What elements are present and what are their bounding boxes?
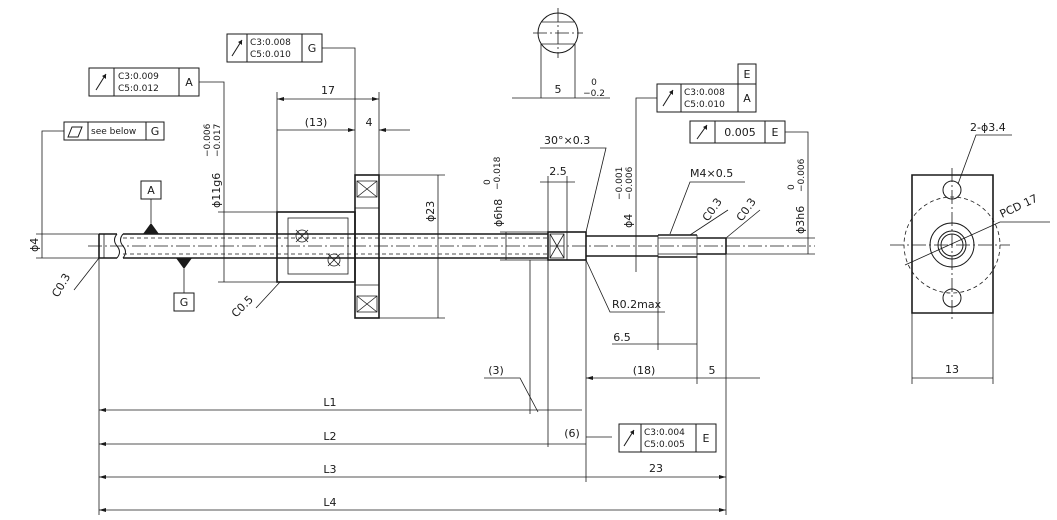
dim-phi4-left: ϕ4	[28, 238, 41, 252]
fcf5-ref: E	[772, 126, 779, 139]
fcf3-label: see below	[91, 127, 136, 137]
flange-width-dim: 13	[945, 363, 959, 376]
fcf4-line1: C3:0.008	[684, 88, 725, 98]
fcf4-ref: A	[743, 92, 751, 105]
fcf-see-below	[41, 121, 165, 234]
datum-e-label: E	[744, 68, 751, 81]
dim-l2: L2	[323, 430, 336, 443]
dim-13: (13)	[305, 116, 328, 129]
dim-l1: L1	[323, 396, 336, 409]
dim-4: 4	[366, 116, 373, 129]
end-flat-view	[512, 8, 610, 99]
fcf1-ref: A	[185, 76, 193, 89]
dim-c03-left: C0.3	[49, 271, 73, 299]
dim-phi4-right-upper: −0.001	[615, 167, 625, 200]
fcf1-line2: C5:0.012	[118, 84, 159, 94]
ball-nut	[276, 174, 380, 319]
dim-phi11: ϕ11g6	[210, 173, 223, 208]
dim-r02: R0.2max	[612, 298, 662, 311]
datum-a-label: A	[147, 184, 155, 197]
dim-phi3-lower: −0.006	[797, 158, 807, 192]
dim-m4: M4×0.5	[690, 167, 733, 180]
dim-phi3-upper: 0	[787, 184, 797, 190]
dim-18: (18)	[633, 364, 656, 377]
dim-2-5: 2.5	[549, 165, 567, 178]
dim-phi6: ϕ6h8	[492, 199, 505, 227]
flange-side-view	[890, 134, 1050, 384]
pcd-label: PCD 17	[998, 192, 1040, 221]
fcf2-line1: C3:0.008	[250, 38, 291, 48]
fcf4-line2: C5:0.010	[684, 100, 725, 110]
dim-phi11-lower: −0.017	[213, 124, 223, 157]
dim-17: 17	[321, 84, 335, 97]
dim-23: 23	[649, 462, 663, 475]
dim-phi3: ϕ3h6	[794, 206, 807, 234]
dim-5: 5	[709, 364, 716, 377]
dim-phi6-lower: −0.018	[493, 156, 503, 190]
dim-phi11-upper: −0.006	[203, 123, 213, 157]
fcf2-line2: C5:0.010	[250, 50, 291, 60]
flat-width-dim: 5	[555, 83, 562, 96]
screw-shaft	[88, 231, 815, 261]
dim-phi23: ϕ23	[424, 201, 437, 222]
fcf-runout-e	[689, 120, 809, 238]
dim-l3: L3	[323, 463, 336, 476]
fcf1-line1: C3:0.009	[118, 72, 159, 82]
fcf-runout-a-right	[635, 63, 757, 236]
dim-6: (6)	[564, 427, 580, 440]
fcf6-line2: C5:0.005	[644, 440, 685, 450]
dim-c03a: C0.3	[700, 196, 725, 224]
dim-phi4-right: ϕ4	[622, 214, 635, 228]
dim-30x03: 30°×0.3	[544, 134, 590, 147]
datum-g-label: G	[180, 296, 189, 309]
dim-l4: L4	[323, 496, 336, 509]
fcf-runout-g	[226, 33, 356, 126]
fcf5-value: 0.005	[724, 126, 756, 139]
fcf3-ref: G	[151, 125, 160, 138]
datum-symbols	[140, 180, 195, 312]
dim-c03b: C0.3	[734, 196, 759, 224]
flat-tol-upper: 0	[591, 78, 597, 88]
dim-c05: C0.5	[229, 293, 256, 320]
dim-phi6-upper: 0	[483, 179, 493, 185]
fcf-runout-a	[88, 67, 225, 212]
fcf6-ref: E	[703, 432, 710, 445]
fcf2-ref: G	[308, 42, 317, 55]
dim-3: (3)	[488, 364, 504, 377]
holes-label: 2-ϕ3.4	[970, 121, 1006, 134]
dim-phi4-right-lower: −0.006	[625, 166, 635, 200]
flat-tol-lower: −0.2	[583, 89, 605, 99]
fcf6-line1: C3:0.004	[644, 428, 685, 438]
dim-6-5: 6.5	[613, 331, 631, 344]
dimension-lines	[36, 92, 815, 515]
fcf-runout-e-bottom	[618, 423, 717, 453]
